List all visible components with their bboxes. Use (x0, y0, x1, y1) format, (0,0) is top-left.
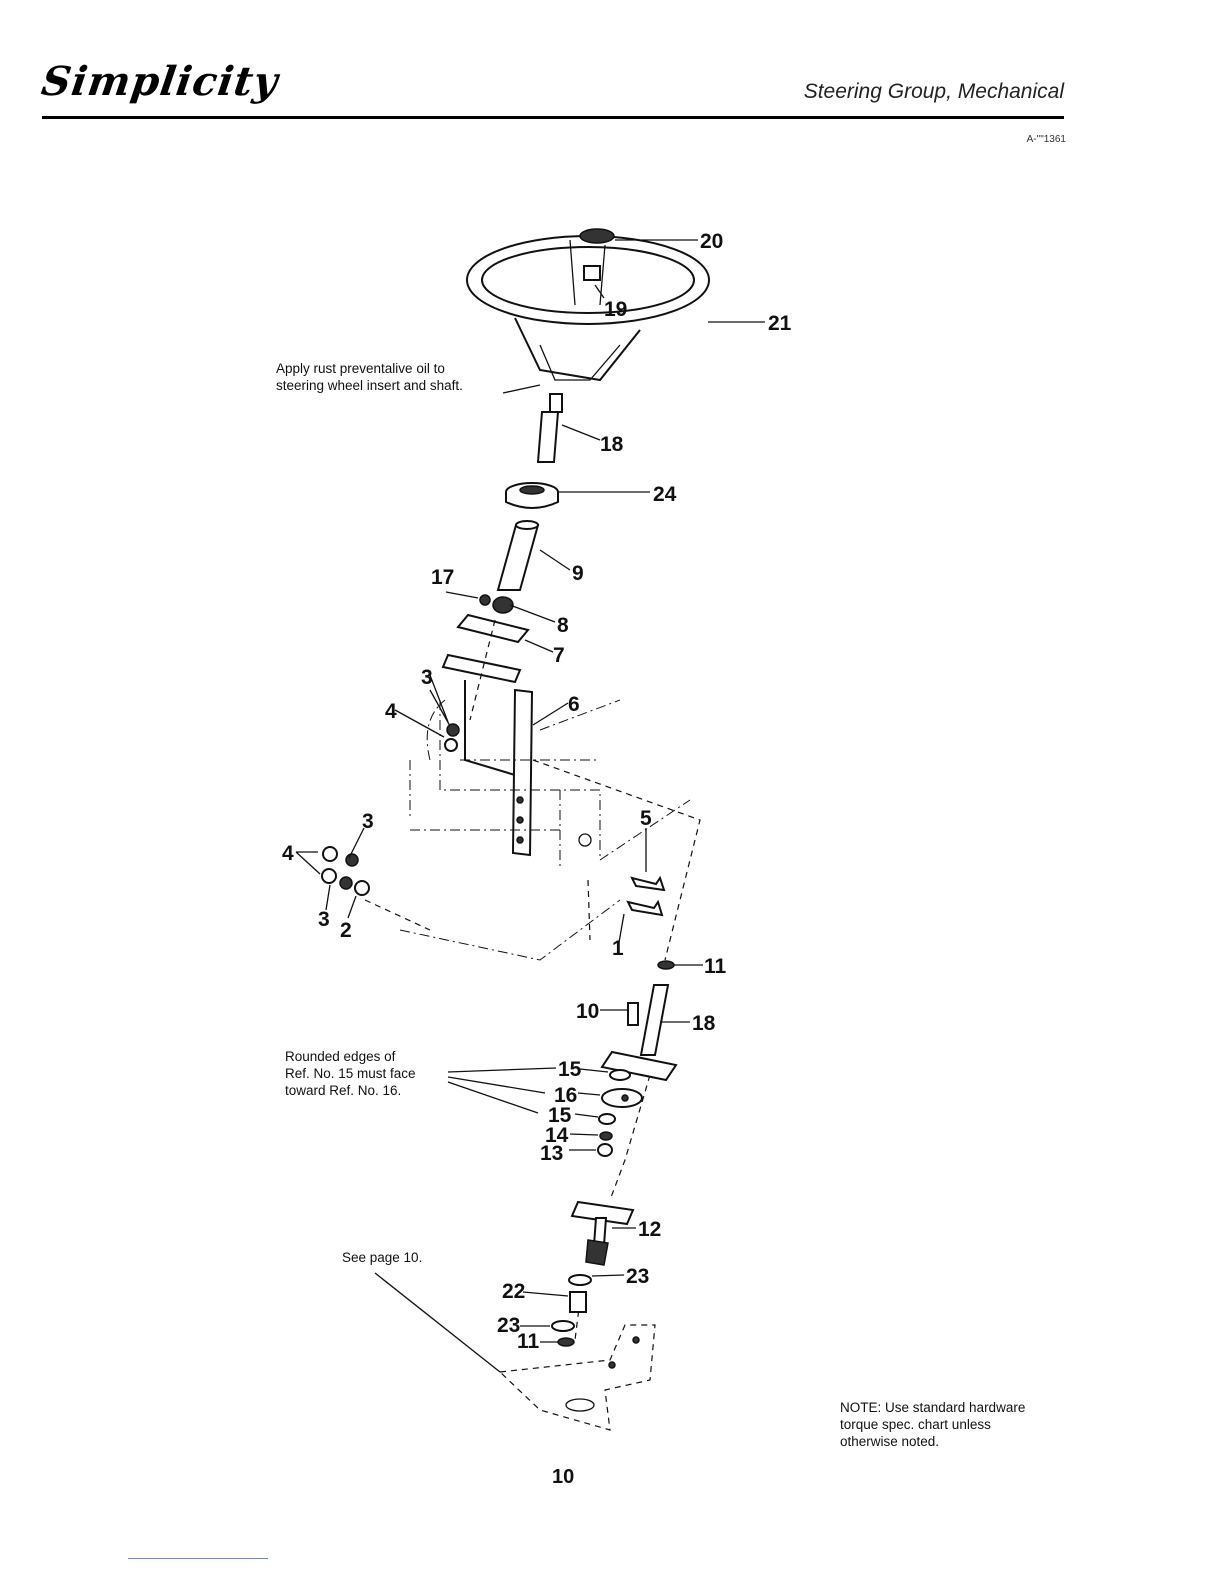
callout-number: 18 (692, 1012, 716, 1035)
callout-numbers: 20 19 21 18 24 9 17 8 7 3 6 4 5 3 4 3 2 … (282, 230, 792, 1353)
steering-support-bracket (441, 653, 534, 857)
callout-number: 23 (626, 1265, 649, 1288)
callout-number: 10 (576, 1000, 599, 1023)
hardware (321, 723, 675, 970)
callout-number: 15 (558, 1058, 582, 1081)
torque-note: NOTE: Use standard hardware torque spec.… (840, 1399, 1025, 1450)
callout-number: 5 (640, 807, 652, 830)
torque-note-line: NOTE: Use standard hardware (840, 1400, 1026, 1415)
callout-number: 3 (318, 908, 330, 931)
see-page-note: See page 10. (342, 1250, 423, 1265)
callout-number: 17 (431, 566, 454, 589)
callout-number: 1 (612, 937, 624, 960)
callout-number: 16 (554, 1084, 577, 1107)
callout-number: 19 (604, 298, 627, 321)
frame-outline (399, 699, 691, 961)
dust-seal (505, 482, 559, 509)
rust-oil-note-line: Apply rust preventalive oil to (276, 361, 445, 376)
bottom-rule (128, 1558, 268, 1559)
steering-shaft-upper (536, 393, 563, 463)
callout-number: 4 (385, 700, 397, 723)
callout-number: 9 (572, 562, 584, 585)
rounded-edges-note: Rounded edges of Ref. No. 15 must face t… (285, 1048, 416, 1099)
callout-number: 8 (557, 614, 569, 637)
callout-number: 11 (517, 1330, 540, 1353)
bearing-and-plate (456, 594, 530, 644)
callout-number: 3 (362, 810, 374, 833)
rust-oil-note-line: steering wheel insert and shaft. (276, 378, 463, 393)
callout-number: 21 (768, 312, 792, 335)
rounded-edges-note-line: Ref. No. 15 must face (285, 1066, 416, 1081)
callout-number: 24 (653, 483, 677, 506)
rounded-edges-note-line: toward Ref. No. 16. (285, 1083, 402, 1098)
document-id: A-""1361 (1026, 134, 1066, 145)
header-rule (42, 116, 1064, 119)
section-title: Steering Group, Mechanical (803, 80, 1064, 103)
steering-pinion (551, 1200, 635, 1347)
bushing-tube (496, 520, 540, 591)
rounded-edges-note-line: Rounded edges of (285, 1049, 396, 1064)
steering-shaft-lower (597, 984, 678, 1157)
callout-number: 18 (600, 433, 624, 456)
steering-gear-plate (498, 1324, 656, 1431)
steering-wheel (466, 228, 710, 382)
callout-number: 23 (497, 1314, 520, 1337)
callout-number: 11 (704, 955, 727, 978)
torque-note-line: otherwise noted. (840, 1434, 940, 1449)
callout-number: 13 (540, 1142, 563, 1165)
mounting-dashes (364, 619, 701, 1341)
callout-number: 2 (340, 919, 352, 942)
callout-number: 14 (545, 1124, 569, 1147)
leader-lines (295, 239, 765, 1373)
callout-number: 3 (421, 666, 433, 689)
page-number: 10 (552, 1466, 575, 1488)
callout-number: 15 (548, 1104, 572, 1127)
callout-number: 20 (700, 230, 723, 253)
callout-number: 22 (502, 1280, 525, 1303)
callout-number: 7 (553, 644, 565, 667)
callout-number: 12 (638, 1218, 661, 1241)
torque-note-line: torque spec. chart unless (840, 1417, 991, 1432)
rust-oil-note: Apply rust preventalive oil to steering … (276, 360, 463, 394)
callout-number: 6 (568, 693, 580, 716)
callout-number: 4 (282, 842, 294, 865)
